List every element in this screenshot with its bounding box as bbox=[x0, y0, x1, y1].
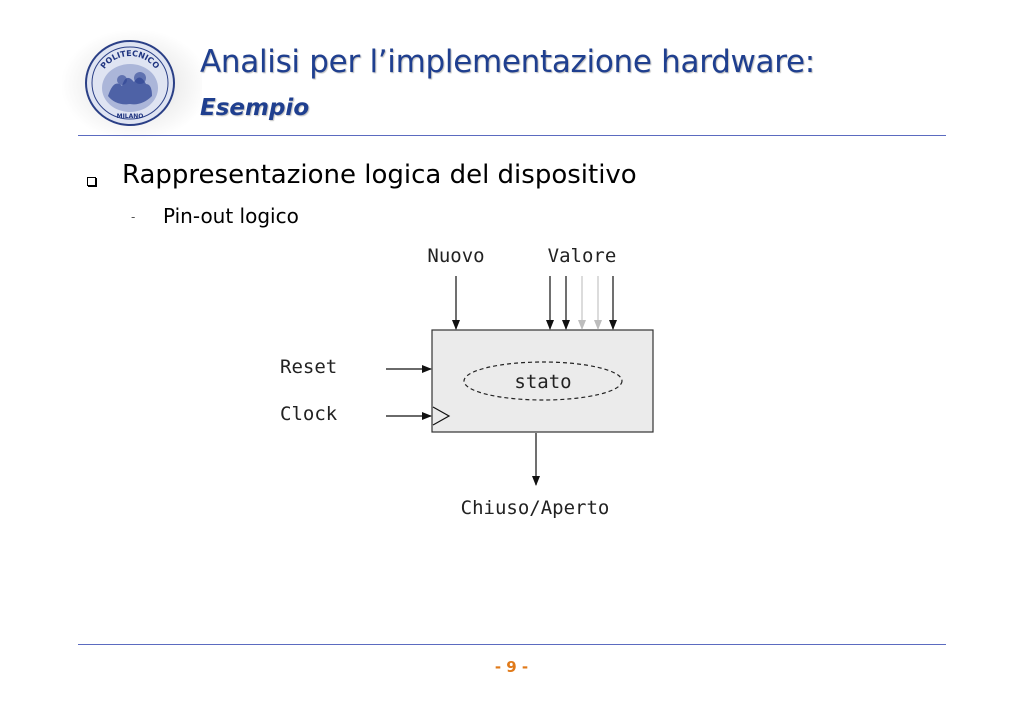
input-clock-label: Clock bbox=[280, 403, 338, 425]
page-number: - 9 - bbox=[494, 658, 529, 676]
square-bullet-icon bbox=[87, 177, 96, 186]
input-nuovo-label: Nuovo bbox=[427, 245, 484, 267]
logo-text-bottom: MILANO bbox=[117, 113, 144, 120]
input-reset-label: Reset bbox=[280, 356, 337, 378]
output-label: Chiuso/Aperto bbox=[461, 497, 610, 519]
header-divider bbox=[78, 135, 946, 136]
bullet-sub-text: Pin-out logico bbox=[163, 204, 299, 228]
input-valore-label: Valore bbox=[548, 245, 617, 267]
footer-divider bbox=[78, 644, 946, 645]
slide-subtitle: Esempio bbox=[200, 95, 310, 121]
bullet-main-text: Rappresentazione logica del dispositivo bbox=[122, 160, 637, 190]
dash-bullet-icon: - bbox=[131, 210, 136, 224]
slide-title: Analisi per l’implementazione hardware: bbox=[200, 44, 815, 80]
device-block bbox=[431, 329, 654, 433]
clock-edge-icon bbox=[432, 406, 451, 426]
state-label: stato bbox=[514, 371, 571, 393]
state-ellipse bbox=[463, 361, 623, 401]
politecnico-logo: POLITECNICO MILANO bbox=[85, 40, 175, 126]
